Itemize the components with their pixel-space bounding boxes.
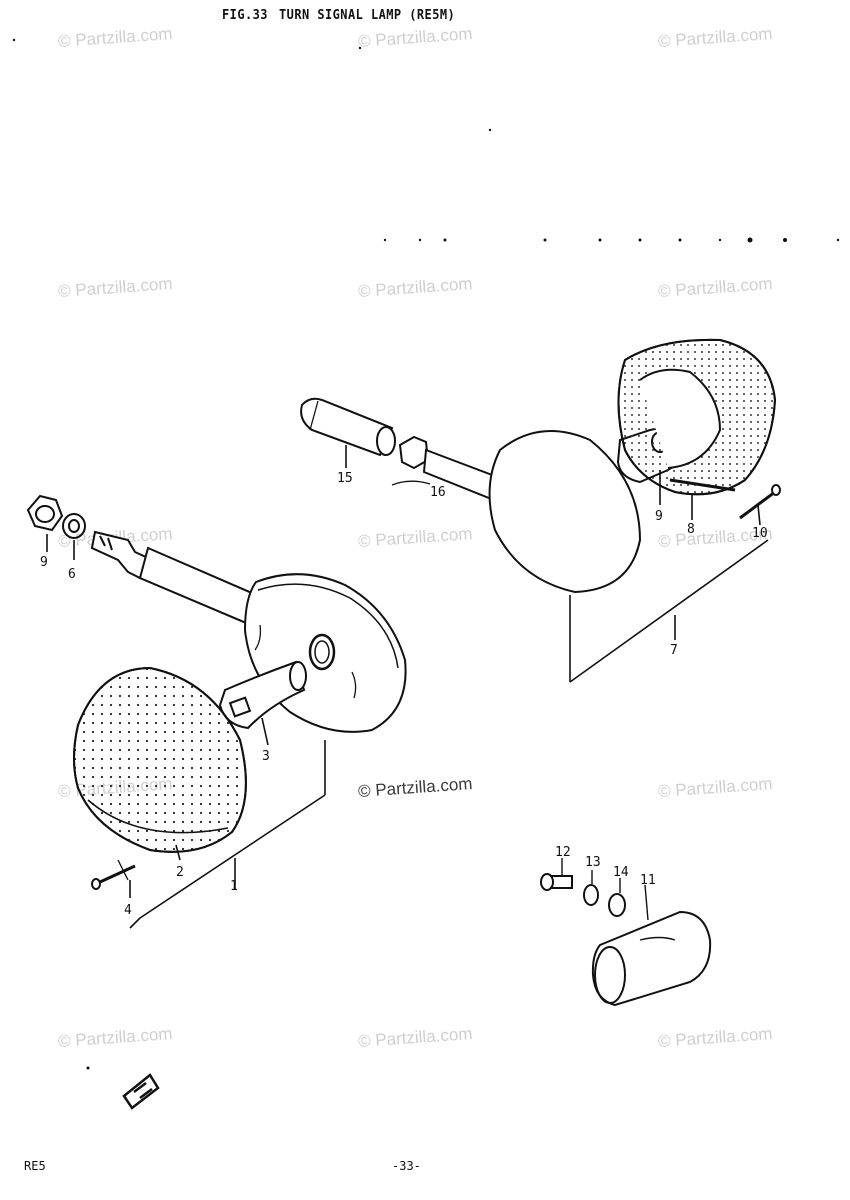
- page-number: -33-: [392, 1159, 421, 1173]
- callout-2: 2: [176, 865, 184, 880]
- left-lamp-assembly: [26, 494, 407, 929]
- scan-specks: [12, 38, 840, 1070]
- stem-bolt-left: [90, 530, 270, 630]
- figure-number: FIG.33: [222, 8, 268, 23]
- washer-left: [62, 513, 86, 539]
- callout-1: 1: [230, 879, 238, 894]
- leader-lines-right: [345, 445, 769, 683]
- leader-lines-left: [46, 534, 326, 929]
- washer-small: [583, 870, 599, 906]
- callout-7: 7: [670, 643, 678, 658]
- stamp-mark: [122, 1073, 160, 1110]
- callout-11: 11: [640, 873, 656, 888]
- callout-16: 16: [430, 485, 446, 500]
- screw-right: [739, 484, 781, 520]
- callout-9-right: 9: [655, 509, 663, 524]
- nut-small: [608, 878, 626, 917]
- stem-cushion: [300, 397, 396, 457]
- callout-10: 10: [752, 526, 768, 541]
- lamp-housing-right: [617, 338, 777, 496]
- callout-6: 6: [68, 567, 76, 582]
- figure-title: FIG.33 TURN SIGNAL LAMP (RE5M): [222, 8, 466, 23]
- callout-13: 13: [585, 855, 601, 870]
- right-lamp-assembly: [300, 338, 781, 683]
- callout-8: 8: [687, 522, 695, 537]
- small-lamp-assembly: [540, 858, 712, 1007]
- callout-15: 15: [337, 471, 353, 486]
- lens-right: [488, 430, 642, 594]
- screw-left: [91, 859, 136, 890]
- nut-left: [26, 494, 64, 532]
- lamp-body-small: [591, 884, 712, 1007]
- callout-4: 4: [124, 903, 132, 918]
- callout-9-left: 9: [40, 555, 48, 570]
- bolt-small: [540, 858, 573, 891]
- model-code: RE5: [24, 1159, 46, 1173]
- bulb-left: [218, 660, 307, 730]
- stem-nut-right: [391, 435, 502, 502]
- callout-12: 12: [555, 845, 571, 860]
- callout-14: 14: [613, 865, 629, 880]
- lens-left: [73, 666, 247, 853]
- callout-3: 3: [262, 749, 270, 764]
- figure-caption: TURN SIGNAL LAMP (RE5M): [279, 8, 456, 23]
